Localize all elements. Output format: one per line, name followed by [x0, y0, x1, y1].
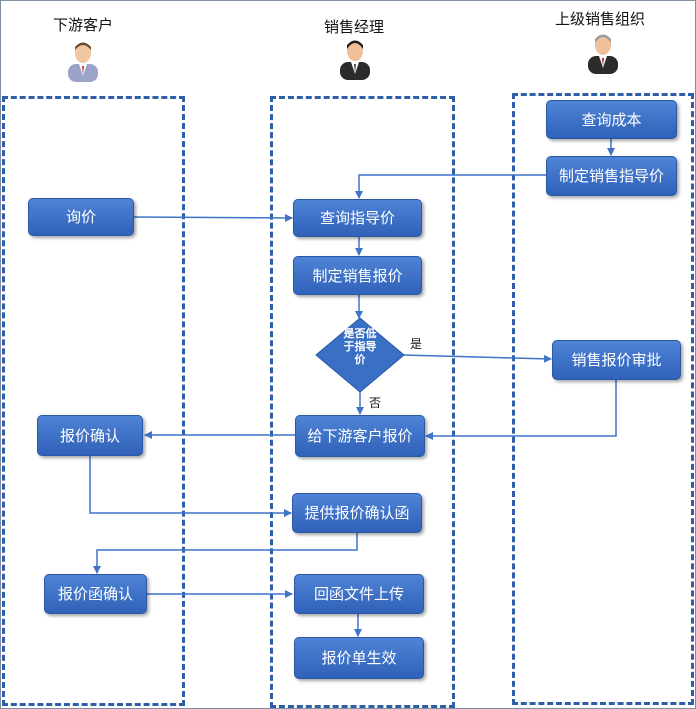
- node-quote-customer: 给下游客户报价: [295, 415, 425, 457]
- node-query-guide-price: 查询指导价: [293, 199, 422, 237]
- lane-manager: [270, 96, 455, 708]
- node-provide-confirm-letter: 提供报价确认函: [292, 493, 422, 533]
- edge-guide-to-query: [355, 174, 546, 199]
- node-query-cost: 查询成本: [546, 100, 677, 139]
- decision-diamond: [315, 317, 405, 393]
- customer-person-icon: [68, 42, 98, 82]
- node-confirm-letter: 报价函确认: [44, 574, 147, 614]
- node-quote-effective: 报价单生效: [294, 637, 424, 679]
- lane-customer: [2, 96, 185, 706]
- edge-inquiry-to-query: [133, 213, 293, 222]
- node-upload-reply: 回函文件上传: [294, 574, 424, 614]
- org-person-icon: [588, 34, 618, 74]
- lane-title-manager: 销售经理: [323, 18, 384, 36]
- node-quote-confirm: 报价确认: [37, 415, 143, 456]
- edge-decision-yes: [402, 354, 552, 363]
- decision-label: 是否低于指导价: [343, 327, 377, 366]
- edge-label-yes: 是: [410, 337, 423, 351]
- lane-title-org: 上级销售组织: [554, 10, 645, 28]
- edge-provide-to-letter: [93, 533, 358, 574]
- lane-title-customer: 下游客户: [52, 16, 113, 34]
- edge-label-no: 否: [369, 396, 382, 410]
- node-quote-approval: 销售报价审批: [552, 340, 681, 380]
- node-set-sales-quote: 制定销售报价: [293, 256, 422, 295]
- node-set-guide-price: 制定销售指导价: [546, 156, 677, 196]
- manager-person-icon: [340, 40, 370, 80]
- node-inquiry: 询价: [28, 198, 134, 236]
- edge-approval-to-quote: [425, 380, 617, 440]
- lane-org: [512, 93, 694, 705]
- edge-confirm-to-provide: [89, 456, 292, 517]
